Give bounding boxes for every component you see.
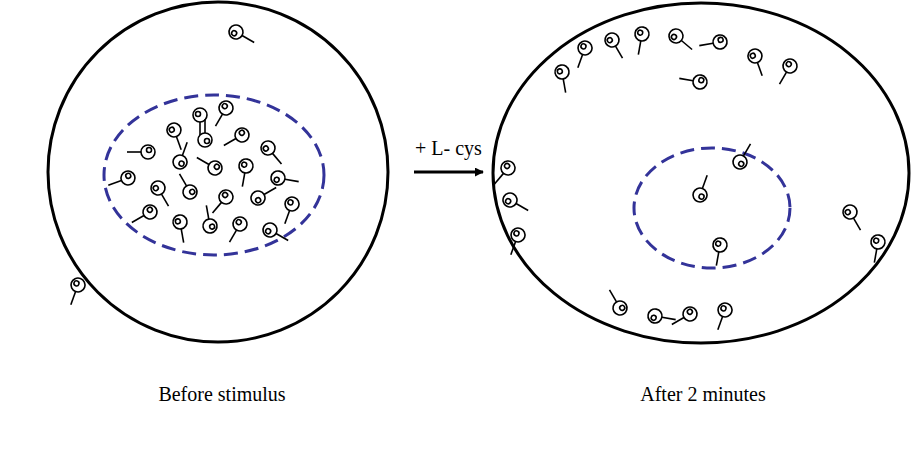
dish-circle (493, 3, 909, 343)
panel-caption: After 2 minutes (485, 383, 917, 406)
panel-caption: Before stimulus (44, 383, 400, 406)
cells-before (64, 22, 301, 307)
dish-outline (485, 0, 913, 420)
stimulus-arrow (414, 171, 483, 174)
cells-after (489, 26, 886, 332)
dish-outline (44, 0, 392, 420)
dish-panel: After 2 minutes (485, 0, 917, 420)
arrow-label: + L- cys (413, 137, 484, 160)
dashed-zone (634, 148, 790, 268)
dashed-zone (104, 95, 324, 255)
dish-panel: Before stimulus (44, 0, 400, 420)
dish-circle (48, 2, 388, 342)
